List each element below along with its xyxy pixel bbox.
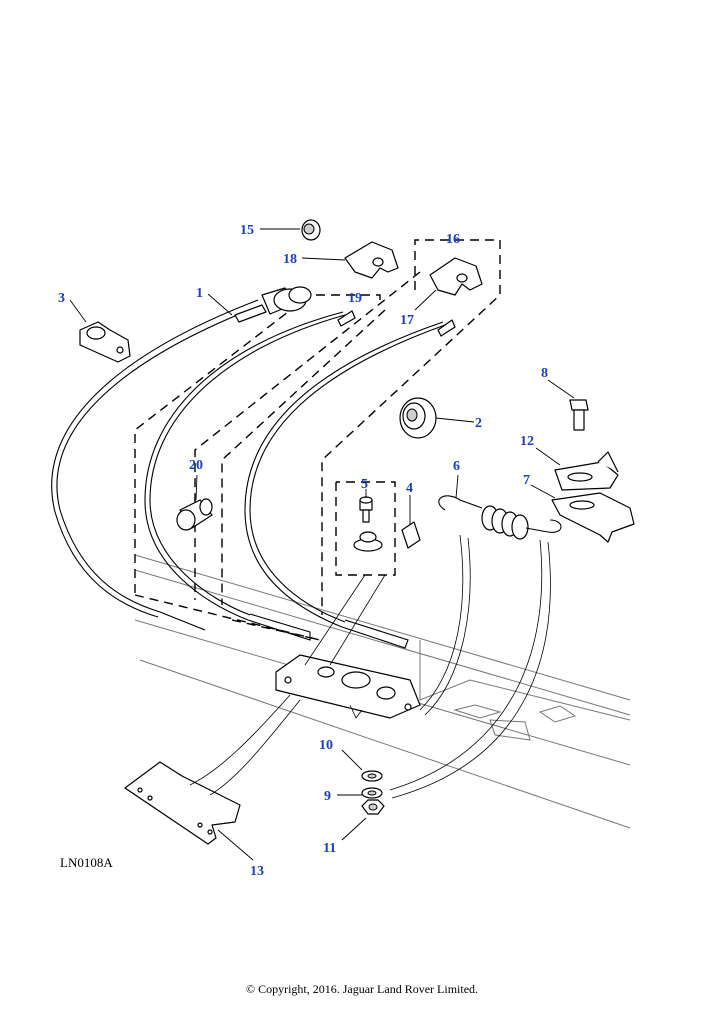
callout-18: 18 (283, 252, 297, 267)
part-12-plate (554, 451, 619, 491)
callout-17: 17 (400, 313, 414, 328)
part-7-plate (551, 492, 635, 543)
leader-lines (69, 228, 575, 861)
callout-15: 15 (240, 223, 254, 238)
guide-lines (189, 534, 551, 799)
part-6-spring (438, 495, 562, 540)
part-5-bolt (353, 496, 383, 552)
part-13-plate (124, 761, 241, 845)
callout-4: 4 (406, 481, 413, 496)
part-9-washer (361, 787, 383, 799)
callout-7: 7 (523, 473, 530, 488)
cable-fittings (234, 286, 456, 337)
callout-11: 11 (323, 841, 336, 856)
cables (51, 299, 446, 649)
part-20-grommet (176, 498, 213, 531)
callout-9: 9 (324, 789, 331, 804)
part-8-bolt (569, 399, 589, 431)
callout-1: 1 (196, 286, 203, 301)
part-11-nut (361, 799, 385, 815)
callout-20: 20 (189, 458, 203, 473)
callout-13: 13 (250, 864, 264, 879)
callout-16: 16 (446, 232, 460, 247)
part-10-washer (361, 770, 383, 782)
part-15-nut (301, 219, 321, 241)
copyright-notice: © Copyright, 2016. Jaguar Land Rover Lim… (245, 982, 479, 996)
callout-8: 8 (541, 366, 548, 381)
callout-10: 10 (319, 738, 333, 753)
part-18-bracket (344, 241, 399, 279)
drawing-code: LN0108A (60, 855, 113, 870)
callouts: 1 2 3 4 5 6 7 8 9 10 11 12 13 15 16 17 1… (58, 223, 548, 879)
callout-2: 2 (475, 416, 482, 431)
callout-5: 5 (361, 477, 368, 492)
part-3-clip (79, 321, 131, 363)
assembly-groups (134, 239, 501, 641)
part-4-clip (401, 521, 421, 549)
mounting-plate (275, 654, 421, 719)
callout-12: 12 (520, 434, 534, 449)
callout-3: 3 (58, 291, 65, 306)
part-2-pulley (399, 397, 437, 439)
callout-6: 6 (453, 459, 460, 474)
part-17-bracket (429, 257, 483, 296)
callout-19: 19 (348, 291, 362, 306)
